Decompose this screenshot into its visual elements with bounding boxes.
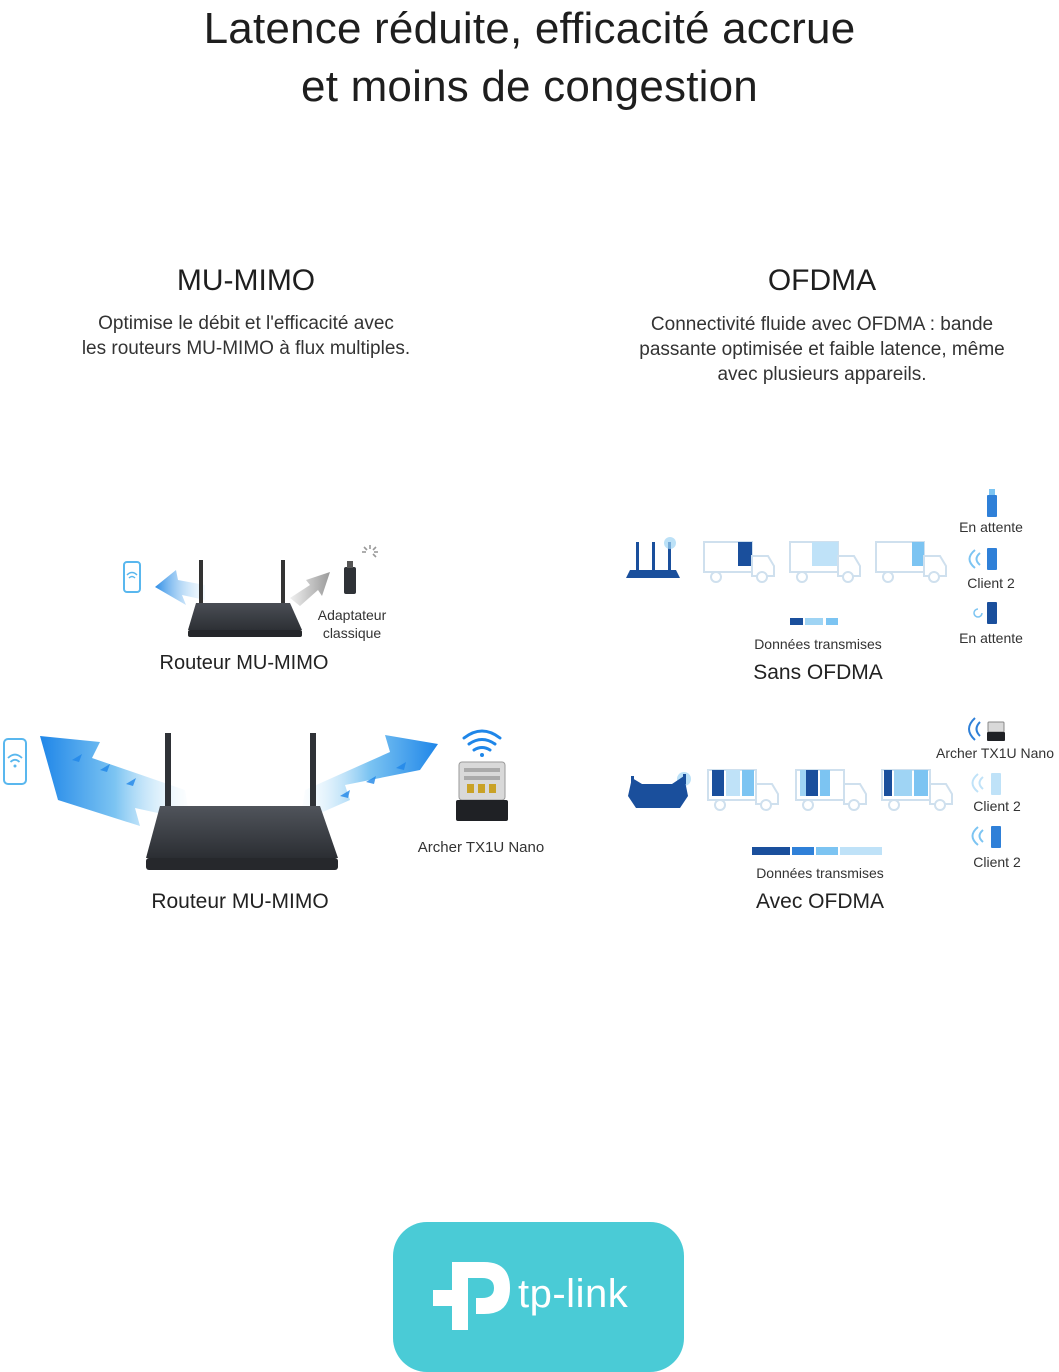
client-device-icon <box>971 773 1001 795</box>
truck-icon <box>875 541 947 583</box>
signal-arrow-left <box>155 570 205 605</box>
truck-icon <box>703 541 775 583</box>
ofdma-title: OFDMA <box>767 264 877 297</box>
router-icon <box>188 560 302 637</box>
ofdma-desc-line1: Connectivité fluide avec OFDMA : bande <box>650 314 994 335</box>
brand-logo-text: tp-link <box>518 1272 629 1316</box>
mumimo-description: Optimise le débit et l'efficacité avec l… <box>46 311 446 361</box>
headline-line2: et moins de congestion <box>301 62 758 111</box>
truck-icon <box>707 769 779 811</box>
client-device-icon <box>987 489 997 517</box>
loading-icon <box>362 545 378 558</box>
nano-adapter-icon <box>456 761 508 821</box>
top-router-label: Routeur MU-MIMO <box>159 652 329 674</box>
bottom-router-label: Routeur MU-MIMO <box>151 890 329 913</box>
ofdma-description: Connectivité fluide avec OFDMA : bande p… <box>612 312 1032 387</box>
without-client-mid-label: Client 2 <box>967 575 1015 591</box>
with-client-mid-label: Client 2 <box>973 798 1021 814</box>
with-data-label: Données transmises <box>756 865 884 881</box>
without-client-bottom-label: En attente <box>959 630 1023 646</box>
classic-adapter-label: Adaptateur classique <box>302 606 402 642</box>
page-headline: Latence réduite, efficacité accrue et mo… <box>0 0 1059 116</box>
client-device-icon <box>971 826 1001 848</box>
classic-adapter-line1: Adaptateur <box>317 607 387 623</box>
usb-adapter-icon <box>344 561 356 594</box>
wifi-icon <box>462 729 502 757</box>
phone-icon <box>3 738 27 785</box>
router-icon <box>628 772 691 808</box>
data-bar <box>790 618 838 625</box>
with-client-bottom-label: Client 2 <box>973 854 1021 870</box>
truck-icon <box>789 541 861 583</box>
phone-icon <box>123 561 141 593</box>
mumimo-desc-line1: Optimise le débit et l'efficacité avec <box>98 313 394 334</box>
truck-icon <box>795 769 867 811</box>
nano-adapter-icon <box>968 717 1005 741</box>
without-ofdma-caption: Sans OFDMA <box>753 661 883 684</box>
headline-line1: Latence réduite, efficacité accrue <box>203 4 856 53</box>
router-icon <box>146 733 338 870</box>
without-data-label: Données transmises <box>754 636 882 652</box>
truck-icon <box>881 769 953 811</box>
mumimo-desc-line2: les routeurs MU-MIMO à flux multiples. <box>81 338 411 359</box>
signal-arrow-right-gray <box>290 572 330 606</box>
router-icon <box>626 537 680 578</box>
ofdma-desc-line3: avec plusieurs appareils. <box>717 364 927 385</box>
signal-arrow-right <box>300 735 438 822</box>
nano-adapter-label: Archer TX1U Nano <box>417 839 545 856</box>
classic-adapter-line2: classique <box>322 625 382 641</box>
with-client-top-label: Archer TX1U Nano <box>935 745 1054 761</box>
with-ofdma-caption: Avec OFDMA <box>756 890 884 913</box>
mumimo-title: MU-MIMO <box>176 264 316 297</box>
ofdma-desc-line2: passante optimisée et faible latence, mê… <box>639 339 1005 360</box>
data-bar <box>752 847 882 855</box>
client-device-icon <box>968 548 997 570</box>
without-client-top-label: En attente <box>959 519 1023 535</box>
client-device-icon <box>973 602 997 624</box>
